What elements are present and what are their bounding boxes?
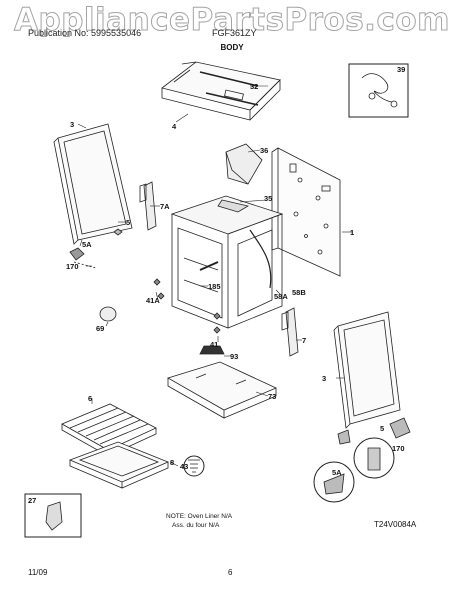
foot-69-part [99, 306, 117, 322]
footer-date: 11/09 [28, 568, 48, 577]
label-5-left: 5 [126, 218, 131, 227]
note-line-2: Ass. du four N/A [172, 522, 220, 529]
diagram-code: T24V0084A [374, 520, 417, 529]
label-58A: 58A [274, 292, 288, 301]
publication-number: Publication No: 5995535046 [28, 28, 142, 38]
clip-5A-part [337, 429, 351, 445]
label-5A-left: 5A [82, 240, 92, 249]
broiler-pan-part [225, 143, 263, 185]
label-41: 41 [210, 340, 219, 349]
label-6: 6 [88, 394, 93, 403]
label-170-left: 170 [66, 262, 79, 271]
back-panel-part [271, 147, 341, 277]
wire-harness-box-part [348, 63, 409, 118]
label-41A: 41A [146, 296, 160, 305]
label-39: 39 [397, 65, 406, 74]
broiler-drawer-part [68, 441, 170, 489]
label-3-left: 3 [70, 120, 75, 129]
detail-circle-5 [353, 437, 395, 479]
label-27: 27 [28, 496, 37, 505]
screw-43-part [183, 455, 205, 477]
label-8: 8 [170, 458, 175, 467]
kit-27-box [24, 493, 82, 538]
label-43: 43 [180, 462, 189, 471]
label-7A: 7A [160, 202, 170, 211]
label-5-right: 5 [380, 424, 385, 433]
label-4: 4 [172, 122, 177, 131]
label-35: 35 [264, 194, 273, 203]
side-panel-right-part [333, 311, 401, 429]
side-panel-left-part [53, 123, 133, 245]
page-title: BODY [220, 43, 244, 52]
label-170-right: 170 [392, 444, 405, 453]
clip-170-part [389, 417, 411, 439]
label-1: 1 [350, 228, 355, 237]
model-number: FGF361ZY [212, 28, 257, 38]
label-185: 185 [208, 282, 221, 291]
detail-circle-5A [313, 461, 355, 503]
label-32: 32 [250, 82, 259, 91]
note-line-1: NOTE: Oven Liner N/A [166, 513, 233, 520]
leader-lines [77, 85, 352, 467]
screw-parts [69, 228, 221, 334]
oven-bottom-part [166, 361, 277, 419]
label-36: 36 [260, 146, 269, 155]
label-73: 73 [268, 392, 277, 401]
label-69: 69 [96, 324, 105, 333]
hinge-bracket-right-part [281, 307, 299, 357]
watermark: AppliancePartsPros.com [14, 2, 450, 39]
label-7: 7 [302, 336, 307, 345]
top-panel-part [161, 61, 281, 121]
label-93: 93 [230, 352, 239, 361]
label-3-right: 3 [322, 374, 327, 383]
label-58B: 58B [292, 288, 306, 297]
oven-body-part [170, 195, 284, 329]
igniter-part [199, 345, 225, 355]
label-5A-right: 5A [332, 468, 342, 477]
footer-page-number: 6 [228, 568, 233, 577]
